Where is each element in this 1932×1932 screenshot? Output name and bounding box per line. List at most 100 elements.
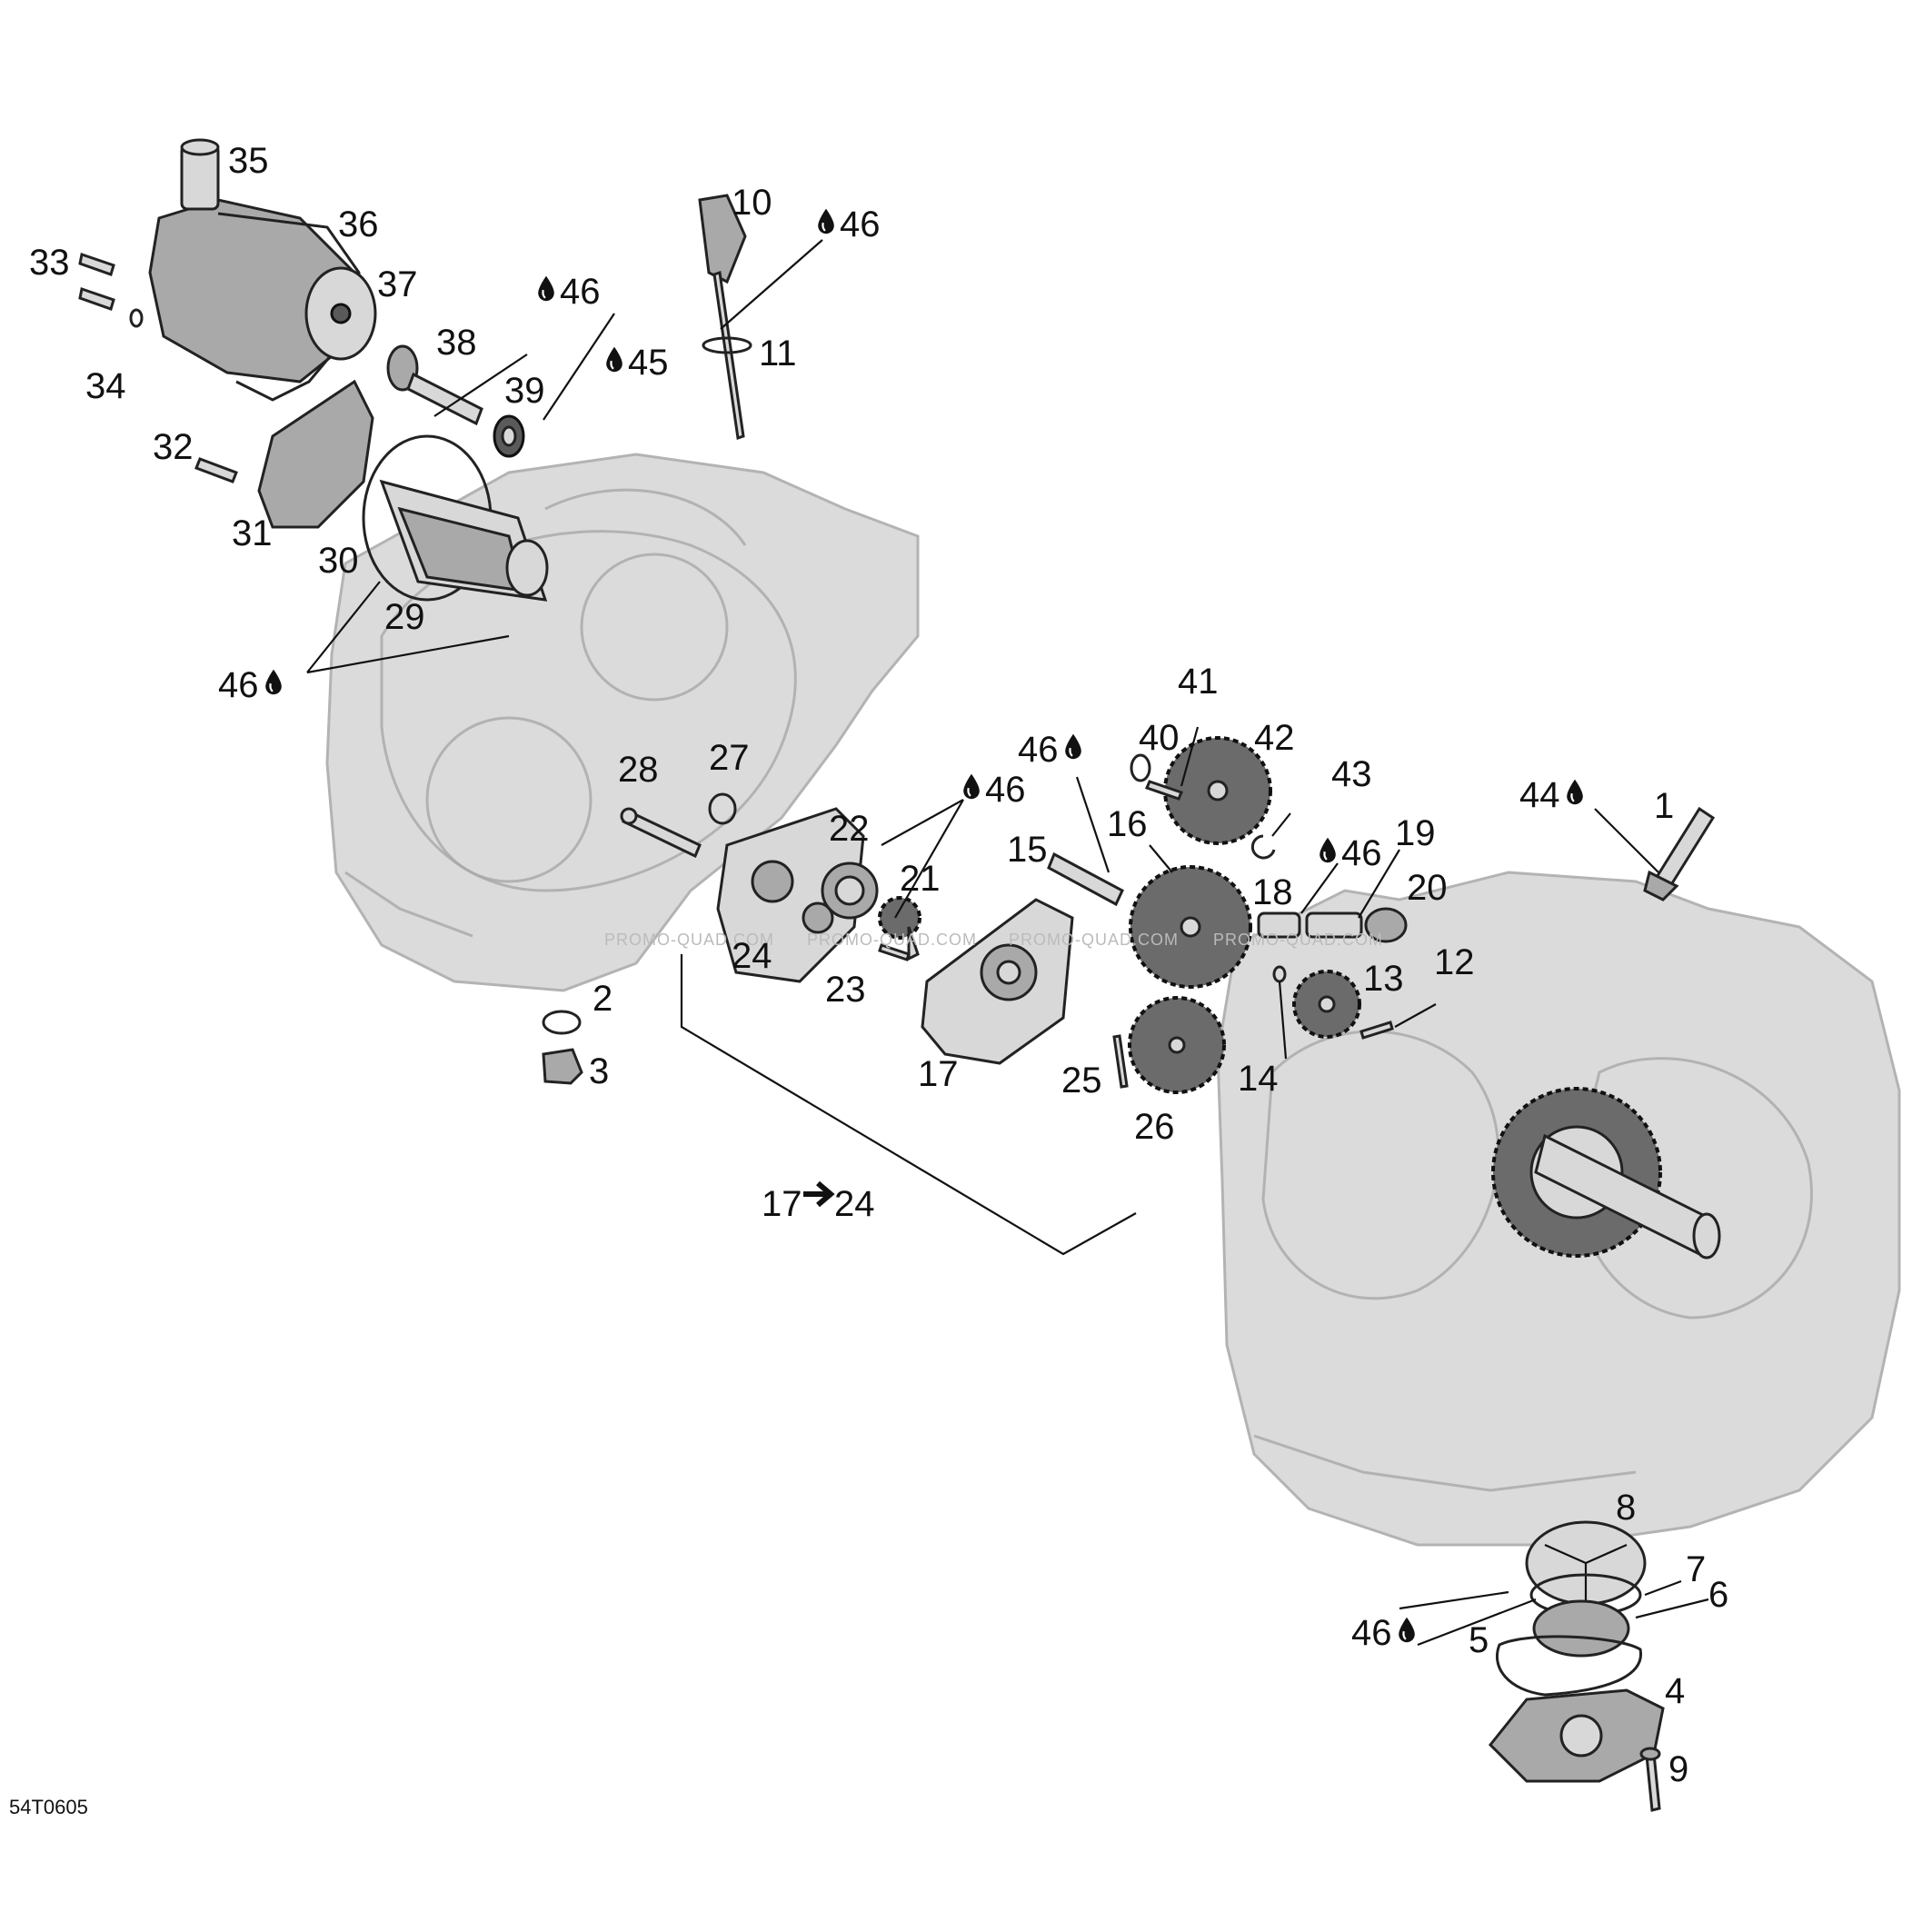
callout-15: 15 xyxy=(1007,830,1048,870)
callout-10: 10 xyxy=(732,183,772,223)
drop-icon xyxy=(1319,836,1337,864)
o-ring-27 xyxy=(708,792,737,825)
callout-26: 26 xyxy=(1134,1107,1175,1147)
drop-icon xyxy=(1398,1616,1416,1644)
gear-13 xyxy=(1292,970,1361,1039)
callout-19: 19 xyxy=(1395,813,1436,853)
impeller xyxy=(304,266,377,361)
pump-cover-17 xyxy=(921,898,1074,1065)
drop-icon xyxy=(605,345,623,373)
drain-plug-3 xyxy=(542,1048,583,1085)
callout-34: 34 xyxy=(85,366,126,406)
strainer-cover-4 xyxy=(1488,1688,1665,1783)
pump-housing-24 xyxy=(716,807,865,983)
spring-19 xyxy=(1305,911,1363,939)
callout-22: 22 xyxy=(829,809,870,849)
lubricant-46-a: 46 xyxy=(560,272,601,312)
pin-25 xyxy=(1112,1034,1129,1089)
bolt-9 xyxy=(1639,1747,1661,1812)
callout-38: 38 xyxy=(436,323,477,363)
range-from: 17 xyxy=(762,1184,802,1224)
outer-rotor-22 xyxy=(821,861,879,920)
lubricant-46-f: 46 xyxy=(1341,833,1382,873)
lubricant-45: 45 xyxy=(628,343,669,383)
washer-34 xyxy=(129,308,144,328)
watermark-strip: PROMO-QUAD.COM PROMO-QUAD.COM PROMO-QUAD… xyxy=(604,931,1383,949)
drop-icon xyxy=(1566,778,1584,806)
o-ring-2 xyxy=(542,1010,582,1035)
callout-44: 44 xyxy=(1519,775,1560,815)
callout-29: 29 xyxy=(384,597,425,637)
sensor-1 xyxy=(1643,806,1716,901)
plate-6 xyxy=(1532,1599,1630,1658)
circlip-43 xyxy=(1250,834,1276,860)
callout-3: 3 xyxy=(589,1051,609,1091)
callout-32: 32 xyxy=(153,427,194,467)
callout-20: 20 xyxy=(1407,868,1448,908)
callout-1: 1 xyxy=(1654,786,1674,826)
impeller-shaft xyxy=(386,344,483,426)
gear-42 xyxy=(1163,736,1272,845)
assembly-range-label: 17 24 xyxy=(762,1180,875,1224)
callout-28: 28 xyxy=(618,750,659,790)
dipstick xyxy=(698,194,752,440)
diagram-code: 54T0605 xyxy=(9,1796,88,1818)
bolt-33-a xyxy=(78,253,115,276)
callout-27: 27 xyxy=(709,738,750,778)
callout-14: 14 xyxy=(1238,1059,1279,1099)
callout-16: 16 xyxy=(1107,804,1148,844)
pump-bolt-28 xyxy=(620,807,702,859)
callout-42: 42 xyxy=(1254,718,1295,758)
callout-36: 36 xyxy=(338,204,379,244)
gear-26 xyxy=(1128,996,1226,1094)
callout-17: 17 xyxy=(918,1054,959,1094)
callout-25: 25 xyxy=(1061,1061,1102,1100)
lubricant-46-c: 46 xyxy=(218,665,259,705)
inner-rotor-21 xyxy=(878,896,921,961)
callout-labels: 35 36 37 33 34 38 39 32 31 30 29 10 11 2… xyxy=(29,141,1728,1789)
callout-21: 21 xyxy=(900,859,941,899)
callout-41: 41 xyxy=(1178,662,1219,702)
callout-4: 4 xyxy=(1665,1671,1685,1711)
key-41 xyxy=(1144,780,1184,801)
callout-18: 18 xyxy=(1252,872,1293,912)
callout-39: 39 xyxy=(504,371,545,411)
leader-lines xyxy=(306,239,1709,1647)
watermark-2: PROMO-QUAD.COM xyxy=(807,931,977,949)
drop-icon xyxy=(537,274,555,303)
callout-11: 11 xyxy=(759,334,797,373)
pin-12 xyxy=(1359,1021,1394,1040)
lubricant-46-b: 46 xyxy=(840,204,881,244)
dowel-15 xyxy=(1047,851,1124,907)
bolt-32 xyxy=(194,457,238,483)
callout-9: 9 xyxy=(1668,1749,1688,1789)
shaft-seal xyxy=(493,414,525,458)
gasket-5 xyxy=(1496,1635,1643,1697)
drop-icon xyxy=(264,668,283,696)
watermark-4: PROMO-QUAD.COM xyxy=(1213,931,1383,949)
drop-icon xyxy=(962,772,981,801)
drop-icon xyxy=(1064,732,1082,761)
callout-33: 33 xyxy=(29,243,70,283)
right-arrow-icon xyxy=(803,1180,835,1208)
oil-filter xyxy=(379,479,549,602)
bolt-33-b xyxy=(78,287,115,311)
watermark-1: PROMO-QUAD.COM xyxy=(604,931,774,949)
callout-8: 8 xyxy=(1616,1488,1636,1528)
watermark-3: PROMO-QUAD.COM xyxy=(1009,931,1179,949)
callout-12: 12 xyxy=(1434,942,1475,982)
callout-40: 40 xyxy=(1139,718,1180,758)
callout-30: 30 xyxy=(318,541,359,581)
lubricant-46-g: 46 xyxy=(1351,1613,1392,1653)
callout-5: 5 xyxy=(1469,1620,1489,1660)
callout-2: 2 xyxy=(593,979,612,1019)
washer-40 xyxy=(1130,753,1151,782)
crankshaft-gear-assembly xyxy=(1491,1087,1721,1260)
lubricant-46-d: 46 xyxy=(985,770,1026,810)
callout-31: 31 xyxy=(232,513,273,553)
pin-23 xyxy=(878,943,911,961)
filter-cover xyxy=(257,379,374,529)
callout-23: 23 xyxy=(825,970,866,1010)
lubricant-labels: 46 45 46 46 46 46 46 44 46 xyxy=(218,204,1584,1653)
